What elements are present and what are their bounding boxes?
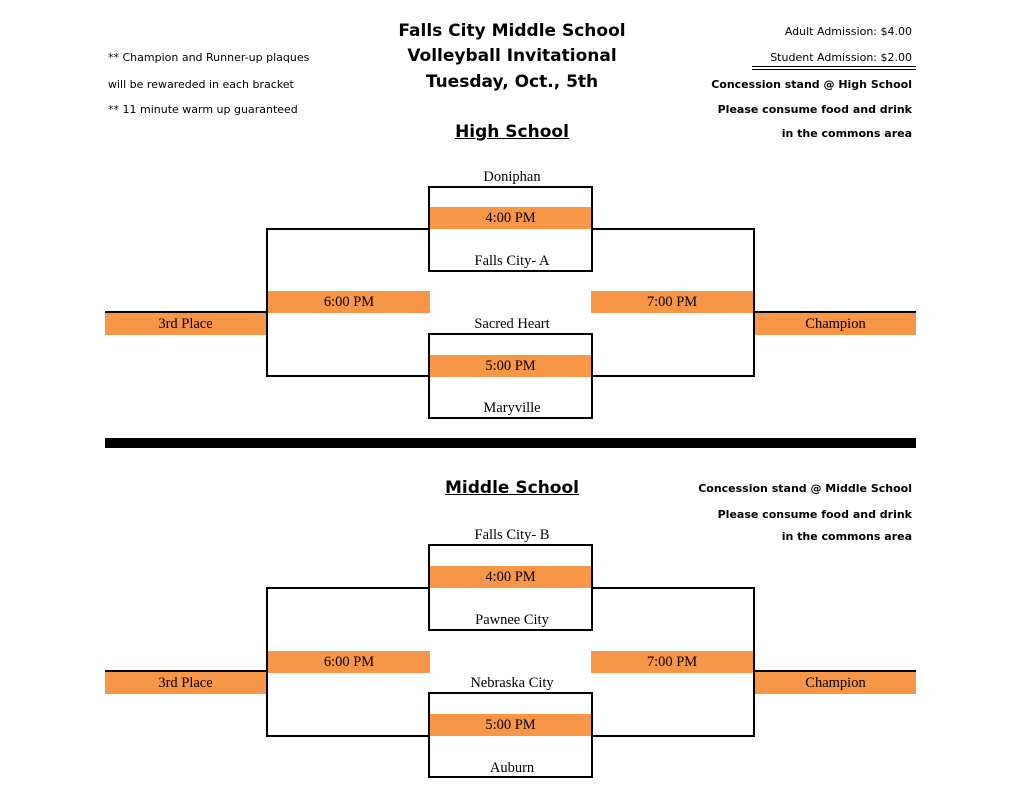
hs-game2-time: 5:00 PM <box>430 355 591 377</box>
hs-game2-team-bottom: Maryville <box>483 400 541 416</box>
ms-left-top-connector <box>266 587 430 589</box>
hs-game2-team-top: Sacred Heart <box>474 316 550 332</box>
ms-game2-top-line <box>428 692 593 694</box>
ms-champion-line <box>754 670 916 672</box>
hs-left-vertical <box>266 228 268 377</box>
hs-game2-top-line <box>428 333 593 335</box>
adult-admission: Adult Admission: $4.00 <box>784 25 912 38</box>
ms-right-time: 7:00 PM <box>591 651 753 673</box>
hs-concession-1: Concession stand @ High School <box>711 78 912 91</box>
hs-left-time: 6:00 PM <box>268 291 430 313</box>
ms-left-time: 6:00 PM <box>268 651 430 673</box>
hs-game1-time: 4:00 PM <box>430 207 591 229</box>
event-name-title: Volleyball Invitational <box>407 46 617 66</box>
ms-right-vertical <box>753 587 755 737</box>
hs-game1-bottom-line <box>428 270 593 272</box>
admission-underline-2 <box>752 69 916 70</box>
hs-left-bottom-connector <box>266 375 430 377</box>
hs-third-line <box>105 311 267 313</box>
section-divider <box>105 438 916 448</box>
ms-third-place: 3rd Place <box>105 672 266 694</box>
hs-game1-top-line <box>428 186 593 188</box>
hs-right-vertical <box>753 228 755 377</box>
ms-concession-3: in the commons area <box>781 530 912 543</box>
hs-third-place: 3rd Place <box>105 313 266 335</box>
hs-concession-3: in the commons area <box>781 127 912 140</box>
event-date-title: Tuesday, Oct., 5th <box>425 72 599 92</box>
hs-champion: Champion <box>755 313 916 335</box>
ms-concession-2: Please consume food and drink <box>717 508 912 521</box>
ms-game1-bottom-line <box>428 629 593 631</box>
hs-concession-2: Please consume food and drink <box>717 103 912 116</box>
student-admission: Student Admission: $2.00 <box>770 51 912 64</box>
ms-left-vertical <box>266 587 268 737</box>
hs-game1-team-bottom: Falls City- A <box>474 253 550 269</box>
hs-left-top-connector <box>266 228 430 230</box>
ms-right-bottom-connector <box>591 735 755 737</box>
ms-game1-team-top: Falls City- B <box>474 527 550 543</box>
ms-game1-top-line <box>428 544 593 546</box>
hs-right-bottom-connector <box>591 375 755 377</box>
note-plaques-1: ** Champion and Runner-up plaques <box>108 51 310 64</box>
ms-game2-time: 5:00 PM <box>430 714 591 736</box>
hs-game1-team-top: Doniphan <box>483 169 541 185</box>
event-school-title: Falls City Middle School <box>398 21 626 41</box>
hs-champion-line <box>754 311 916 313</box>
ms-game2-bottom-line <box>428 776 593 778</box>
ms-game2-team-bottom: Auburn <box>489 760 535 776</box>
ms-champion: Champion <box>755 672 916 694</box>
ms-concession-1: Concession stand @ Middle School <box>698 482 912 495</box>
hs-section-title: High School <box>455 122 569 142</box>
admission-underline-1 <box>752 66 916 67</box>
ms-third-line <box>105 670 267 672</box>
hs-right-top-connector <box>591 228 755 230</box>
note-plaques-2: will be rewareded in each bracket <box>108 78 294 91</box>
hs-right-time: 7:00 PM <box>591 291 753 313</box>
ms-right-top-connector <box>591 587 755 589</box>
note-warmup: ** 11 minute warm up guaranteed <box>108 103 298 116</box>
hs-game2-bottom-line <box>428 417 593 419</box>
ms-left-bottom-connector <box>266 735 430 737</box>
ms-game1-team-bottom: Pawnee City <box>475 612 549 628</box>
ms-game2-team-top: Nebraska City <box>470 675 554 691</box>
ms-game1-time: 4:00 PM <box>430 566 591 588</box>
ms-section-title: Middle School <box>445 478 579 498</box>
